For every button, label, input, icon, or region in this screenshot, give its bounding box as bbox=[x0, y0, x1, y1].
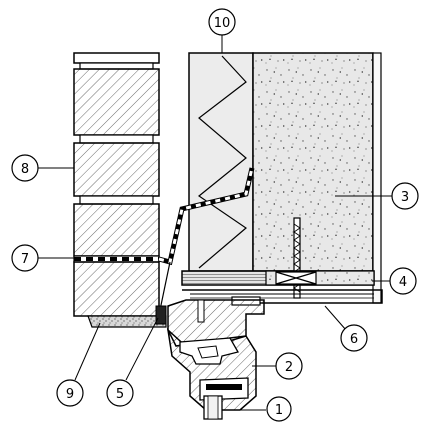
callout-circle bbox=[266, 396, 292, 422]
brick-1 bbox=[73, 68, 160, 136]
sealing-profile bbox=[155, 305, 167, 325]
sill-layers bbox=[181, 270, 383, 306]
window-glass-1b bbox=[207, 395, 219, 420]
callout-label: 4 bbox=[399, 275, 407, 290]
callout-label: 5 bbox=[116, 387, 124, 402]
callout-label: 3 bbox=[401, 190, 409, 205]
callout-label: 10 bbox=[214, 16, 231, 31]
brick-3 bbox=[73, 203, 160, 257]
insulation-zigzag bbox=[197, 55, 247, 269]
plaster-layer bbox=[372, 52, 382, 304]
window-frame bbox=[166, 299, 265, 420]
insulation-panel bbox=[188, 52, 254, 272]
callout-8: 8 bbox=[11, 154, 39, 182]
callout-2: 2 bbox=[275, 352, 303, 380]
frame-screw bbox=[197, 299, 205, 323]
callout-circle bbox=[11, 244, 39, 272]
anchor-dowel bbox=[293, 217, 301, 299]
leader-5 bbox=[125, 317, 159, 381]
callout-5: 5 bbox=[106, 379, 134, 407]
callout-circle bbox=[208, 8, 236, 36]
callout-3: 3 bbox=[391, 182, 419, 210]
callout-4: 4 bbox=[389, 267, 417, 295]
callout-label: 1 bbox=[275, 403, 283, 418]
membrane-7-dash bbox=[158, 167, 254, 264]
brick-column bbox=[73, 52, 167, 328]
brick-joint-1 bbox=[79, 134, 154, 144]
wood-block-cross bbox=[275, 271, 317, 285]
callout-label: 6 bbox=[350, 332, 358, 347]
brick-4 bbox=[73, 261, 160, 317]
frame-vents bbox=[206, 384, 242, 390]
callout-circle bbox=[275, 352, 303, 380]
concrete-wall bbox=[252, 52, 382, 304]
callout-circle bbox=[106, 379, 134, 407]
membrane bbox=[158, 167, 255, 311]
sill-flashing-6 bbox=[182, 289, 383, 304]
callout-9: 9 bbox=[56, 379, 84, 407]
brick-cap bbox=[73, 52, 160, 64]
frame-chamber-inner bbox=[197, 345, 219, 359]
callout-circle bbox=[389, 267, 417, 295]
insulation-10 bbox=[188, 52, 254, 272]
callout-7: 7 bbox=[11, 244, 39, 272]
callout-circle bbox=[391, 182, 419, 210]
leader-lines bbox=[38, 35, 392, 411]
callout-circle bbox=[56, 379, 84, 407]
mortar-bed-9 bbox=[87, 315, 167, 328]
callout-label: 7 bbox=[21, 252, 29, 267]
brick-joint-2 bbox=[79, 195, 154, 205]
frame-chamber bbox=[179, 337, 239, 365]
callout-label: 2 bbox=[285, 360, 293, 375]
brick-2 bbox=[73, 142, 160, 197]
membrane-down bbox=[159, 261, 171, 311]
callout-label: 9 bbox=[66, 387, 74, 402]
leader-9 bbox=[74, 322, 101, 381]
callout-1: 1 bbox=[266, 396, 292, 422]
concrete-3 bbox=[252, 52, 374, 272]
leader-6 bbox=[324, 305, 347, 331]
callout-circle bbox=[11, 154, 39, 182]
callout-label: 8 bbox=[21, 162, 29, 177]
seal-5 bbox=[155, 305, 167, 325]
callout-10: 10 bbox=[208, 8, 236, 36]
callout-6: 6 bbox=[340, 324, 368, 352]
callout-circle bbox=[340, 324, 368, 352]
brick-top-ledge bbox=[79, 62, 154, 70]
